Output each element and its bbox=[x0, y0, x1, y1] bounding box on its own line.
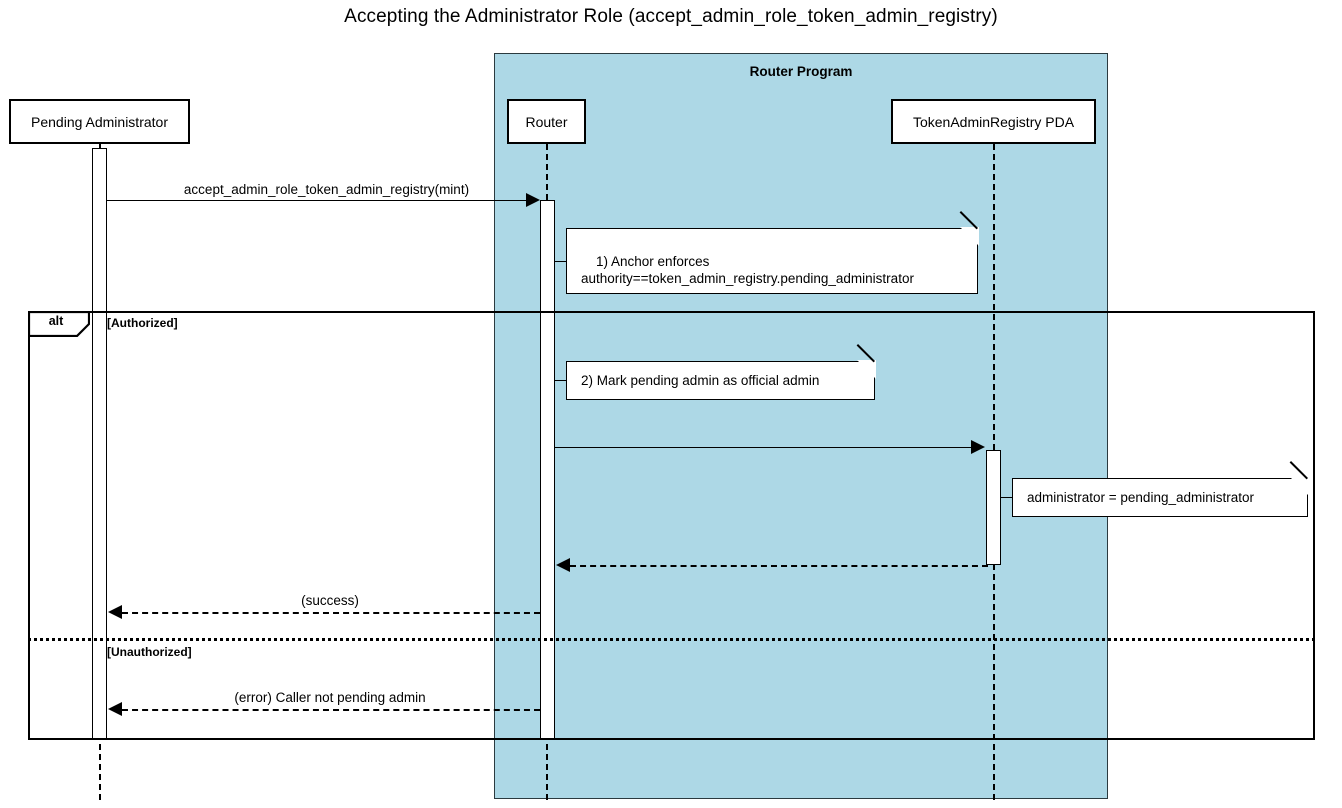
participant-label: Router bbox=[525, 113, 568, 130]
alt-fragment-divider bbox=[28, 638, 1315, 641]
note-stub-anchor-enforces bbox=[554, 261, 567, 262]
message-arrowhead-m3 bbox=[556, 558, 570, 572]
note-fold-icon bbox=[857, 360, 876, 379]
group-router-program-label: Router Program bbox=[749, 64, 853, 79]
message-line-m4 bbox=[122, 612, 540, 614]
message-arrowhead-m2 bbox=[971, 440, 985, 454]
message-arrowhead-m5 bbox=[108, 702, 122, 716]
message-line-m3 bbox=[570, 565, 988, 567]
message-label-m5: (error) Caller not pending admin bbox=[234, 690, 426, 705]
message-line-m2 bbox=[555, 447, 973, 448]
note-stub-administrator-assignment bbox=[1000, 497, 1013, 498]
participant-pending-administrator[interactable]: Pending Administrator bbox=[9, 99, 190, 144]
note-mark-pending-admin: 2) Mark pending admin as official admin bbox=[566, 344, 876, 400]
activation-token-admin-registry-pda bbox=[986, 450, 1001, 565]
participant-token-admin-registry-pda[interactable]: TokenAdminRegistry PDA bbox=[891, 99, 1096, 144]
message-arrowhead-m4 bbox=[108, 605, 122, 619]
participant-label: Pending Administrator bbox=[31, 113, 168, 130]
note-fold-icon bbox=[960, 227, 979, 246]
participant-label: TokenAdminRegistry PDA bbox=[912, 113, 1075, 130]
activation-pending-administrator bbox=[92, 148, 107, 740]
note-anchor-enforces: 1) Anchor enforces authority==token_admi… bbox=[566, 211, 979, 294]
note-stub-mark-pending-admin bbox=[554, 380, 567, 381]
alt-guard-unauthorized: [Unauthorized] bbox=[107, 645, 192, 659]
note-text: 2) Mark pending admin as official admin bbox=[581, 373, 820, 388]
activation-router bbox=[540, 200, 555, 740]
note-administrator-assignment: administrator = pending_administrator bbox=[1012, 461, 1309, 517]
message-label-m4: (success) bbox=[301, 593, 359, 608]
message-line-m1 bbox=[107, 200, 533, 201]
message-label-m1: accept_admin_role_token_admin_registry(m… bbox=[183, 182, 470, 197]
note-fold-icon bbox=[1290, 477, 1309, 496]
message-arrowhead-m1 bbox=[526, 193, 540, 207]
message-line-m5 bbox=[122, 709, 540, 711]
note-text: administrator = pending_administrator bbox=[1027, 490, 1254, 505]
alt-fragment-operator-label: alt bbox=[48, 314, 64, 328]
participant-router[interactable]: Router bbox=[507, 99, 586, 144]
note-text: 1) Anchor enforces authority==token_admi… bbox=[581, 254, 914, 286]
page-title: Accepting the Administrator Role (accept… bbox=[344, 6, 998, 27]
alt-guard-authorized: [Authorized] bbox=[107, 316, 178, 330]
group-router-program bbox=[494, 53, 1108, 799]
